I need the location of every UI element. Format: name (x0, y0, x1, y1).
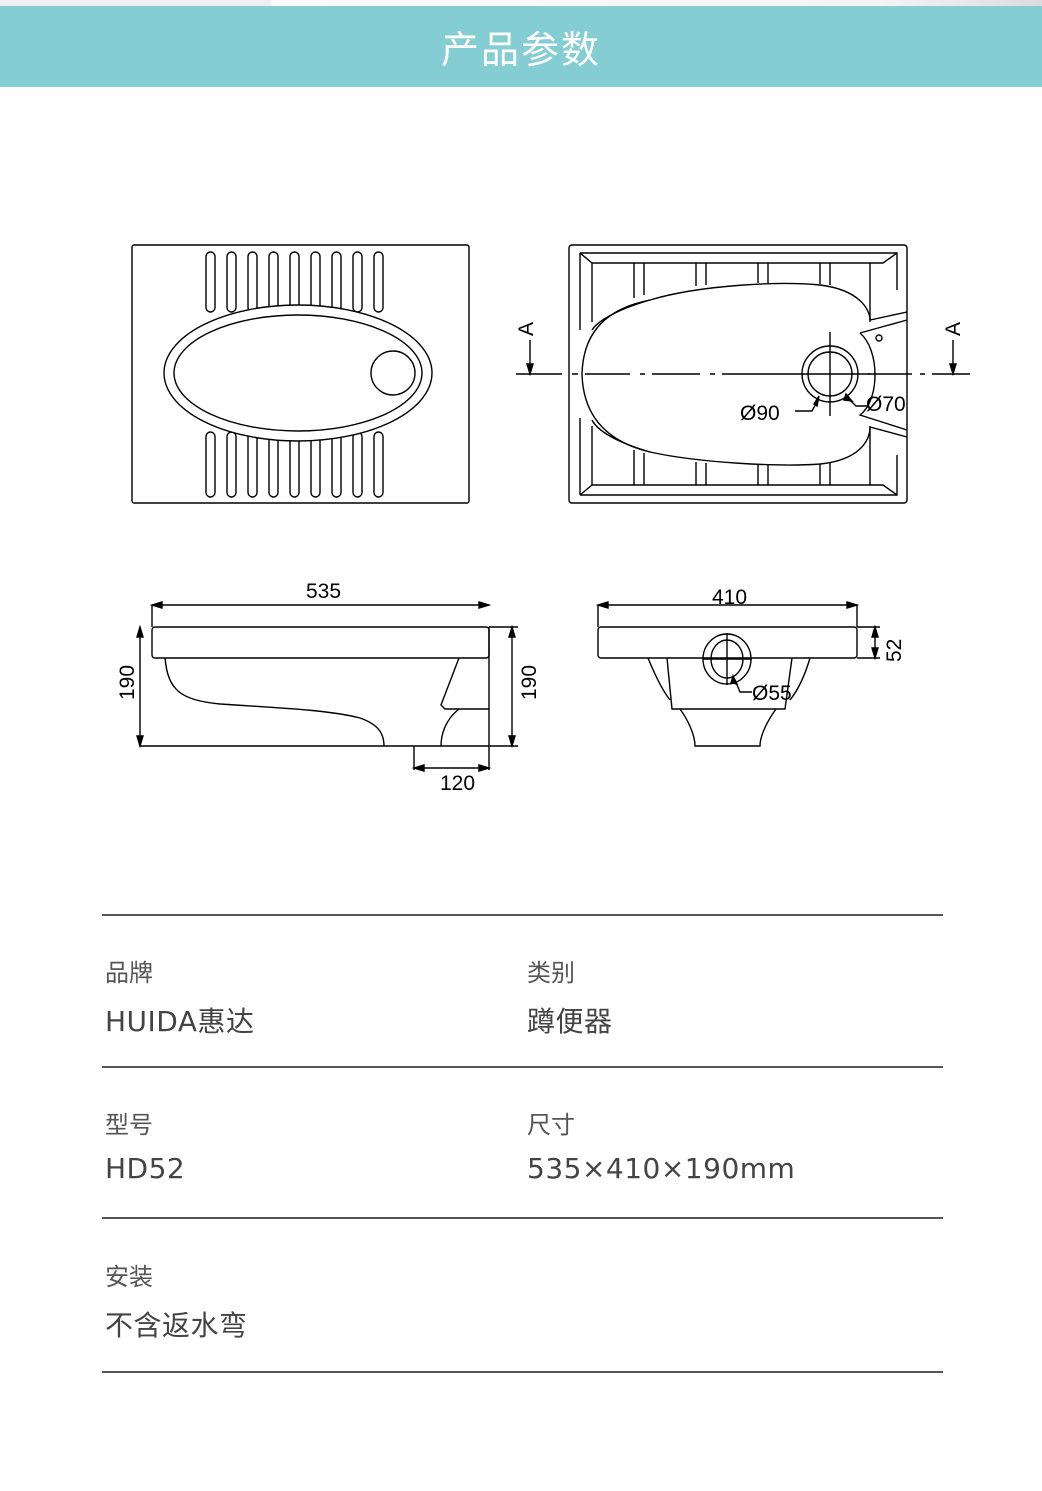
divider (102, 914, 943, 916)
groove (268, 251, 279, 313)
groove (373, 431, 384, 498)
front-view: 410 52 Ø55 (595, 586, 906, 747)
spec-installation: 安装 不含返水弯 (105, 1257, 248, 1344)
groove (331, 431, 342, 498)
groove (205, 251, 216, 313)
dimension-height-right: 190 (518, 665, 541, 700)
dimension-width: 410 (712, 586, 747, 609)
section-title: 产品参数 (440, 28, 601, 72)
dimension-offset: 120 (440, 772, 475, 795)
groove (226, 251, 237, 313)
spec-value: HD52 (105, 1152, 186, 1185)
spec-category: 类别 蹲便器 (527, 953, 613, 1040)
groove (373, 251, 384, 313)
technical-drawing: A A Ø90 Ø70 535 190 190 120 410 52 Ø55 (116, 244, 970, 795)
plan-view-detail: A A Ø90 Ø70 (515, 244, 970, 504)
groove (226, 431, 237, 498)
spec-label: 安装 (105, 1263, 153, 1291)
groove (310, 251, 321, 313)
spec-value: HUIDA惠达 (105, 1005, 255, 1038)
divider (102, 1371, 943, 1373)
section-marker-right: A (942, 322, 965, 336)
groove (268, 431, 279, 498)
spec-label: 尺寸 (527, 1111, 575, 1139)
spec-label: 品牌 (105, 959, 153, 987)
groove (205, 431, 216, 498)
groove (247, 431, 258, 498)
spec-value: 不含返水弯 (105, 1309, 248, 1342)
dimension-dia-55: Ø55 (752, 682, 792, 705)
dimension-rim: 52 (883, 639, 906, 662)
spec-value: 蹲便器 (527, 1005, 613, 1038)
groove (352, 431, 363, 498)
spec-brand: 品牌 HUIDA惠达 (105, 953, 255, 1040)
divider (102, 1217, 943, 1219)
section-header: 产品参数 (0, 6, 1042, 87)
groove (331, 251, 342, 313)
plan-view-top (131, 244, 470, 504)
dimension-height-left: 190 (116, 665, 139, 700)
section-marker-left: A (515, 322, 538, 336)
spec-label: 型号 (105, 1111, 153, 1139)
groove (289, 431, 300, 498)
side-view: 535 190 190 120 (116, 580, 541, 795)
dimension-dia-90: Ø90 (740, 402, 780, 425)
groove (247, 251, 258, 313)
groove (310, 431, 321, 498)
dimension-dia-70: Ø70 (866, 393, 906, 416)
drain-hole-icon (370, 350, 416, 396)
spec-label: 类别 (527, 959, 575, 987)
top-strip (0, 0, 1042, 6)
spec-size: 尺寸 535×410×190mm (527, 1105, 795, 1185)
spec-model: 型号 HD52 (105, 1105, 185, 1185)
divider (102, 1066, 943, 1068)
groove (289, 251, 300, 313)
spec-value: 535×410×190mm (527, 1152, 796, 1185)
dimension-length: 535 (306, 580, 341, 603)
groove (352, 251, 363, 313)
